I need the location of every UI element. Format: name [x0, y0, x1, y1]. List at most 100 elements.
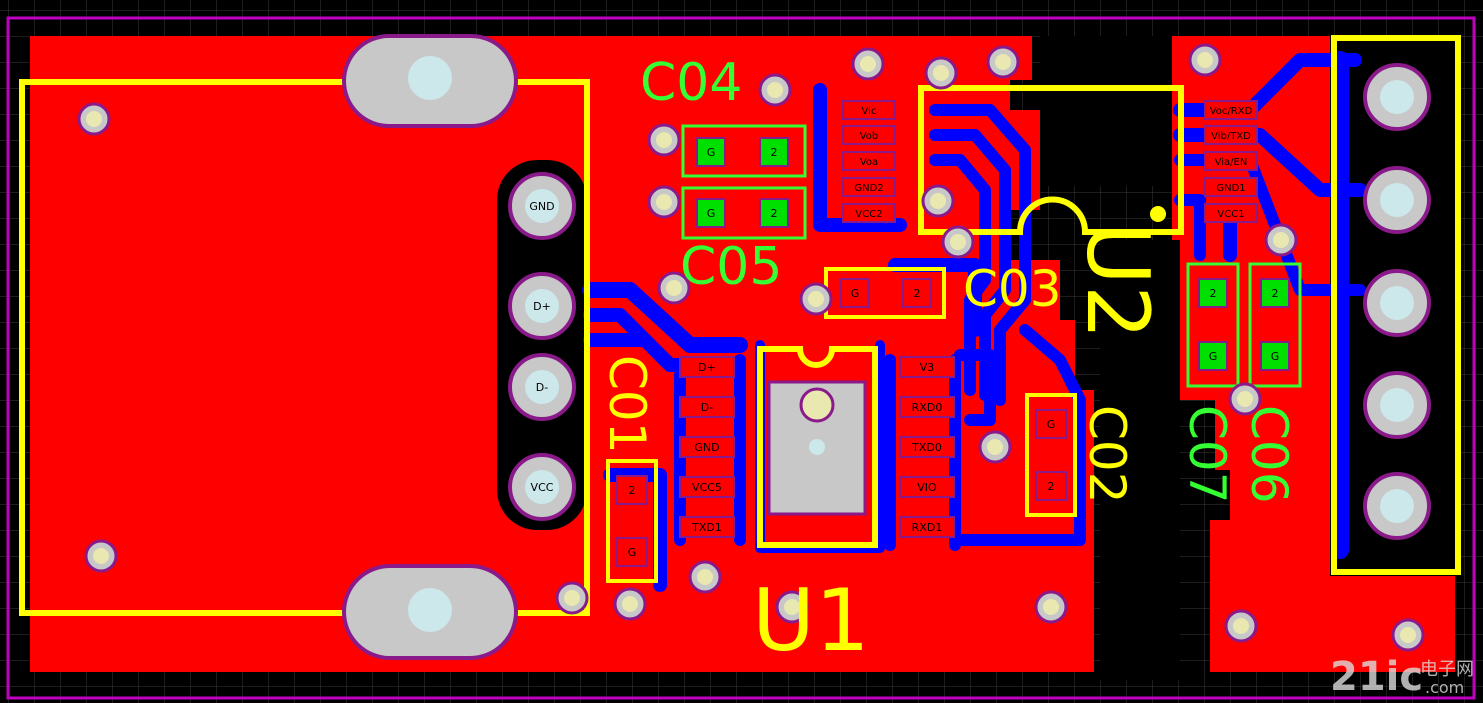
usb-pin-dminus: D-: [508, 353, 576, 421]
pad-label: G: [628, 546, 637, 559]
u1-right-pads: V3 RXD0 TXD0 VIO RXD1: [899, 356, 955, 538]
designator-c07: C07: [1178, 405, 1236, 504]
designator-u2: U2: [1067, 222, 1167, 340]
designator-c01: C01: [598, 355, 656, 454]
pad-label: 2: [771, 146, 778, 159]
via-hole: [860, 56, 876, 72]
via-hole: [808, 291, 824, 307]
c01-outline: [606, 459, 658, 583]
pad-label: G: [1271, 350, 1280, 363]
pad-label: G: [851, 287, 860, 300]
via-hole: [666, 280, 682, 296]
header-pin-1: [1363, 63, 1431, 131]
pad-label: RXD0: [912, 401, 943, 414]
usb-pin-gnd: GND: [508, 172, 576, 240]
via-hole: [933, 65, 949, 81]
usb-pins: GND D+ D- VCC: [508, 172, 576, 521]
pad-label: Via/EN: [1215, 157, 1248, 168]
via-hole: [697, 569, 713, 585]
via-hole: [950, 234, 966, 250]
usb-pin-label: VCC: [531, 481, 554, 494]
via-hole: [656, 194, 672, 210]
watermark-logo: 21ic: [1330, 654, 1423, 700]
designator-u1: U1: [752, 571, 870, 671]
header-pins: [1363, 63, 1431, 540]
designator-c02: C02: [1078, 405, 1136, 504]
pad-label: 2: [1048, 480, 1055, 493]
c05-outline: [681, 186, 807, 240]
via-hole: [995, 54, 1011, 70]
pad-label: RXD1: [912, 521, 943, 534]
pad-label: GND1: [1216, 183, 1245, 194]
usb-pin-label: D-: [536, 381, 548, 394]
pad-label: GND2: [854, 183, 883, 194]
usb-pin-label: GND: [529, 200, 554, 213]
u2-outline: [918, 85, 1184, 235]
pad-label: G: [1047, 418, 1056, 431]
watermark: 21ic 电子网 .com: [1330, 654, 1474, 700]
via-hole: [1043, 599, 1059, 615]
u1-left-pads: D+ D- GND VCC5 TXD1: [679, 356, 735, 538]
via-hole: [1233, 618, 1249, 634]
usb-pin-dplus: D+: [508, 272, 576, 340]
silkscreen-green: [681, 124, 1302, 388]
pad-label: GND: [694, 441, 719, 454]
via-hole: [1400, 627, 1416, 643]
via-hole: [622, 596, 638, 612]
via-hole: [564, 590, 580, 606]
designators: C04 C05 C03 U1 U2 C01 C02 C07 C06: [598, 53, 1298, 671]
pad-label: 2: [629, 484, 636, 497]
pad-label: Vob: [860, 131, 879, 142]
pad-label: 2: [914, 287, 921, 300]
designator-c03: C03: [963, 260, 1062, 318]
usb-shield-pads: [342, 34, 518, 660]
watermark-cn: 电子网: [1420, 659, 1474, 680]
via-hole: [930, 193, 946, 209]
vias: [77, 43, 1425, 652]
via-hole: [656, 132, 672, 148]
pad-label: 2: [1272, 287, 1279, 300]
pad-label: Voa: [860, 157, 878, 168]
c04-outline: [681, 124, 807, 178]
pad-label: TXD1: [691, 521, 722, 534]
pad-label: G: [707, 146, 716, 159]
pad-label: V3: [920, 361, 935, 374]
c07-outline: [1186, 262, 1240, 388]
via-hole: [93, 548, 109, 564]
pad-label: VIO: [917, 481, 937, 494]
usb-pin-vcc: VCC: [508, 453, 576, 521]
u1-outline: [757, 346, 878, 548]
pad-label: D+: [698, 361, 716, 374]
pad-label: TXD0: [911, 441, 942, 454]
c02-outline: [1025, 393, 1077, 517]
pad-label: 2: [771, 207, 778, 220]
header-pin-2: [1363, 166, 1431, 234]
pad-label: Vic: [862, 106, 877, 117]
header-pin-3: [1363, 269, 1431, 337]
pad-label: Voc/RXD: [1210, 106, 1253, 117]
header-pin-4: [1363, 371, 1431, 439]
u2-pin1-dot: [1150, 206, 1166, 222]
pad-label: 2: [1210, 287, 1217, 300]
via-hole: [767, 82, 783, 98]
u1-thermal-pad: [767, 380, 867, 516]
u2-left-pads: Vic Vob Voa GND2 VCC2: [842, 100, 896, 223]
via-hole: [86, 111, 102, 127]
capacitor-pads: G 2 G 2 2 G 2 G G 2 2 G G 2: [616, 137, 1290, 567]
pad-label: VCC1: [1217, 209, 1244, 220]
pad-label: VCC5: [692, 481, 722, 494]
designator-c05: C05: [680, 237, 782, 297]
pad-label: G: [1209, 350, 1218, 363]
via-hole: [784, 599, 800, 615]
board-outline: [6, 16, 1476, 700]
via-hole: [1197, 52, 1213, 68]
c06-outline: [1248, 262, 1302, 388]
usb-pin-label: D+: [533, 300, 551, 313]
pad-label: D-: [701, 401, 713, 414]
designator-c04: C04: [640, 53, 742, 113]
pad-label: Vib/TXD: [1211, 131, 1251, 142]
pad-label: VCC2: [855, 209, 882, 220]
via-hole: [987, 439, 1003, 455]
via-hole: [1237, 391, 1253, 407]
